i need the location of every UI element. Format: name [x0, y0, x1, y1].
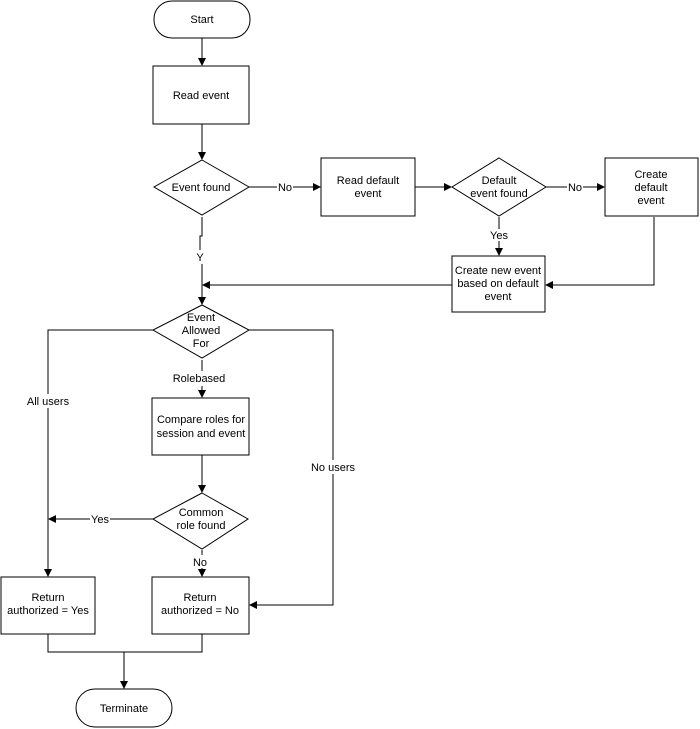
compare-roles-label: Compare roles for: [157, 414, 245, 426]
return-yes-label: Return: [31, 592, 64, 604]
edge-labels: No No Yes Y Rolebased All users No users…: [27, 182, 582, 569]
edge-event-found-yes: [199, 217, 203, 250]
compare-roles-label: session and event: [157, 428, 246, 440]
edge-label-yes: Yes: [490, 230, 508, 242]
event-allowed-label: Event: [187, 312, 215, 324]
edge-label-no: No: [193, 557, 207, 569]
default-found-label: event found: [470, 188, 528, 200]
arrowhead: [198, 485, 206, 493]
return-yes-label: authorized = Yes: [7, 605, 89, 617]
edge-label-no: No: [568, 182, 582, 194]
read-default-label: Read default: [337, 175, 399, 187]
arrowhead: [198, 569, 206, 577]
terminate-label: Terminate: [100, 703, 148, 715]
connectors: [47, 38, 655, 684]
arrowhead: [198, 58, 206, 66]
edge-label-no: No: [278, 182, 292, 194]
start-label: Start: [190, 14, 213, 26]
node-create-new-event: Create new event based on default event: [451, 255, 546, 313]
default-found-label: Default: [482, 175, 517, 187]
edge-label-y: Y: [196, 252, 204, 264]
node-event-found: Event found: [152, 159, 250, 216]
read-event-label: Read event: [173, 90, 229, 102]
edge-no-users: [249, 329, 334, 460]
edge-returns-to-terminate: [47, 634, 203, 653]
arrowhead: [597, 183, 605, 191]
arrowhead: [495, 248, 503, 256]
arrowhead: [44, 569, 52, 577]
process-box: [151, 576, 250, 635]
event-found-label: Event found: [172, 182, 231, 194]
process-box: [152, 65, 250, 125]
create-new-label: event: [485, 291, 512, 303]
process-box: [0, 576, 96, 635]
edge-label-all-users: All users: [27, 396, 70, 408]
process-box: [151, 397, 250, 456]
node-return-authorized-no: Return authorized = No: [151, 576, 250, 635]
arrowhead: [202, 281, 210, 289]
node-terminate: Terminate: [75, 688, 173, 728]
node-create-default-event: Create default event: [604, 157, 699, 217]
process-box: [604, 157, 699, 217]
create-default-label: default: [634, 182, 667, 194]
node-common-role-found: Common role found: [151, 492, 249, 550]
arrowhead: [198, 390, 206, 398]
arrowheads: [44, 58, 605, 689]
edge-label-rolebased: Rolebased: [173, 373, 226, 385]
node-read-event: Read event: [152, 65, 250, 125]
arrowhead: [313, 183, 321, 191]
arrowhead: [198, 152, 206, 160]
arrowhead: [48, 515, 56, 523]
node-return-authorized-yes: Return authorized = Yes: [0, 576, 96, 635]
edge-create-default-to-create-new: [550, 217, 655, 286]
edge-all-users: [47, 329, 153, 394]
create-new-label: Create new event: [455, 265, 541, 277]
read-default-label: event: [355, 188, 382, 200]
event-allowed-label: Allowed: [182, 325, 221, 337]
terminator-shape: [75, 688, 173, 728]
common-role-label: Common: [179, 507, 224, 519]
common-role-label: role found: [177, 520, 226, 532]
return-no-label: Return: [183, 592, 216, 604]
decision-diamond: [152, 159, 250, 216]
decision-diamond: [151, 304, 251, 359]
terminator-shape: [153, 0, 251, 39]
arrowhead: [545, 281, 553, 289]
node-start: Start: [153, 0, 251, 39]
node-compare-roles: Compare roles for session and event: [151, 397, 250, 456]
node-event-allowed-for: Event Allowed For: [151, 304, 251, 359]
edge-label-yes: Yes: [91, 514, 109, 526]
event-allowed-label: For: [193, 338, 210, 350]
arrowhead: [249, 601, 257, 609]
decision-diamond: [451, 157, 547, 217]
process-box: [320, 157, 416, 217]
process-box: [451, 255, 546, 313]
create-new-label: based on default: [457, 278, 538, 290]
arrowhead: [198, 297, 206, 305]
create-default-label: Create: [634, 169, 667, 181]
arrowhead: [120, 681, 128, 689]
return-no-label: authorized = No: [161, 605, 239, 617]
create-default-label: event: [638, 195, 665, 207]
node-read-default-event: Read default event: [320, 157, 416, 217]
arrowhead: [444, 183, 452, 191]
node-default-event-found: Default event found: [451, 157, 547, 217]
edge-label-no-users: No users: [311, 462, 356, 474]
decision-diamond: [151, 492, 249, 550]
